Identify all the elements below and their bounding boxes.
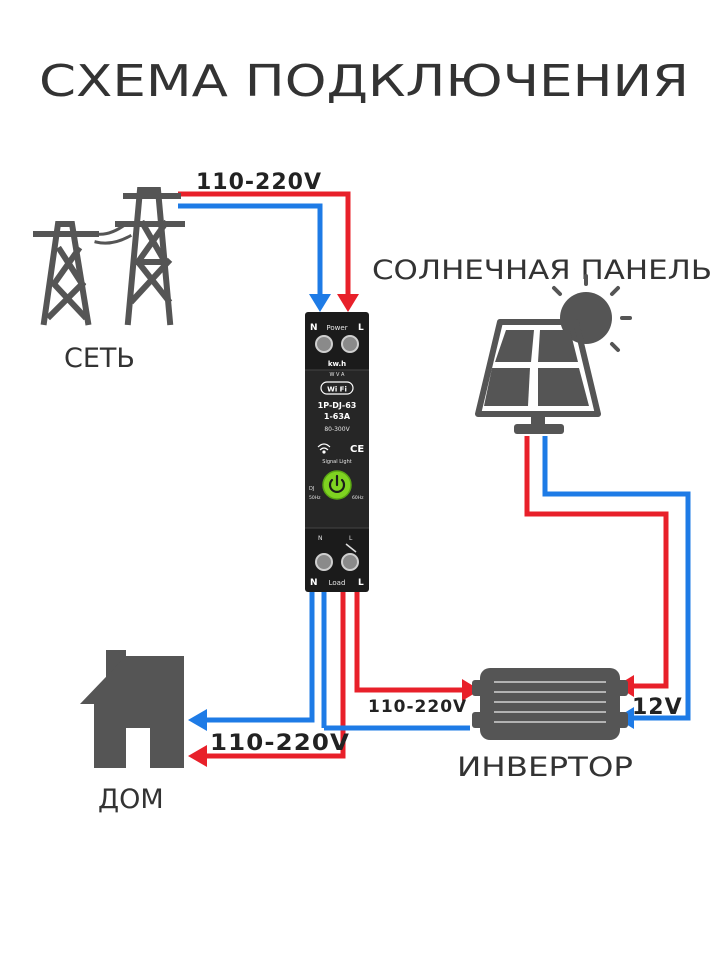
mini-n-label: N bbox=[318, 535, 323, 542]
grid-neutral-wire bbox=[178, 203, 323, 296]
solar-panel-label: СОЛНЕЧНАЯ ПАНЕЛЬ bbox=[372, 255, 712, 286]
home-neutral-wire bbox=[205, 590, 315, 723]
bottom-l-terminal bbox=[341, 553, 359, 571]
inverter-live-wire bbox=[354, 590, 464, 693]
bottom-n-label: N bbox=[310, 578, 318, 588]
kwh-label: kw.h bbox=[328, 360, 346, 368]
arrow-down-neutral bbox=[309, 294, 331, 312]
top-n-terminal bbox=[315, 335, 333, 353]
top-n-label: N bbox=[310, 323, 318, 333]
grid-label: СЕТЬ bbox=[64, 343, 135, 374]
solar-panel-icon bbox=[475, 319, 601, 434]
wifi-badge: Wi Fi bbox=[327, 386, 347, 394]
inverter-label: ИНВЕРТОР bbox=[457, 752, 633, 783]
bottom-n-terminal bbox=[315, 553, 333, 571]
ce-mark: CE bbox=[350, 444, 364, 455]
arrow-right-inverter-live bbox=[462, 679, 480, 701]
hz-right-label: 60Hz bbox=[352, 495, 364, 501]
inverter-icon bbox=[472, 668, 628, 740]
home-voltage-label: 110-220V bbox=[210, 731, 350, 756]
dc-voltage-label: 12V bbox=[632, 695, 683, 720]
dc-positive-wire bbox=[524, 436, 669, 689]
load-label: Load bbox=[329, 579, 346, 587]
home-label: ДОМ bbox=[98, 784, 164, 815]
current-label: 1-63A bbox=[324, 412, 351, 421]
house-icon bbox=[80, 650, 184, 768]
power-pylon-icon bbox=[33, 187, 185, 326]
signal-light-label: Signal Light bbox=[322, 459, 351, 465]
smart-breaker-device: N Power L kw.h W V A Wi Fi 1P-DJ-63 1-63… bbox=[305, 312, 369, 592]
arrowheads bbox=[188, 294, 634, 767]
sun-icon bbox=[552, 274, 632, 352]
wifi-icon bbox=[317, 443, 331, 454]
arrow-left-home-live bbox=[188, 745, 207, 767]
top-power-label: Power bbox=[326, 324, 347, 332]
inverter-voltage-label: 110-220V bbox=[368, 697, 467, 717]
wva-label: W V A bbox=[330, 372, 346, 378]
grid-voltage-label: 110-220V bbox=[196, 170, 322, 195]
arrow-down-live bbox=[337, 294, 359, 312]
hz-left-label: 50Hz bbox=[309, 495, 321, 501]
top-l-terminal bbox=[341, 335, 359, 353]
page-title: СХЕМА ПОДКЛЮЧЕНИЯ bbox=[39, 56, 689, 107]
mini-l-label: L bbox=[349, 535, 353, 542]
dc-negative-wire bbox=[542, 436, 691, 721]
model-label: 1P-DJ-63 bbox=[318, 401, 357, 410]
home-live-wire bbox=[205, 590, 346, 759]
grid-live-wire bbox=[178, 191, 351, 296]
top-l-label: L bbox=[358, 323, 364, 333]
arrow-left-home-neutral bbox=[188, 709, 207, 731]
range-label: 80-300V bbox=[324, 426, 350, 433]
wires bbox=[178, 191, 691, 759]
dj-label: DJ bbox=[309, 486, 314, 492]
bottom-l-label: L bbox=[358, 578, 364, 588]
